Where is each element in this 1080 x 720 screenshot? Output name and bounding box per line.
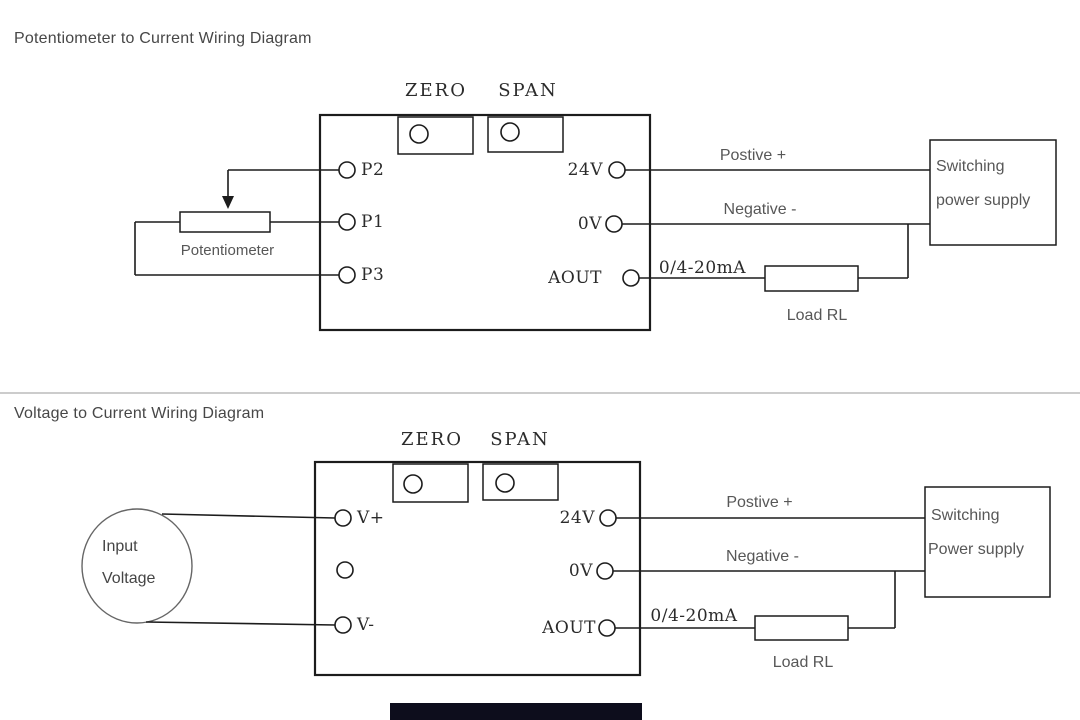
span-trimmer-box-2 xyxy=(482,463,559,501)
load-label-2: Load RL xyxy=(772,654,834,671)
module-box-2 xyxy=(313,460,642,677)
input-voltage-source xyxy=(81,508,193,624)
terminal-24v-2 xyxy=(599,509,617,527)
terminal-vplus xyxy=(334,509,352,527)
load-label-1: Load RL xyxy=(786,307,848,324)
span-trimmer-screw-2 xyxy=(495,473,515,493)
span-label-2: SPAN xyxy=(490,429,550,450)
negative-label-1: Negative - xyxy=(723,201,797,218)
diagram1-title: Potentiometer to Current Wiring Diagram xyxy=(14,30,312,47)
terminal-label-p3: P3 xyxy=(361,265,385,285)
wiper-arrow xyxy=(222,196,234,209)
terminal-aout-2 xyxy=(598,619,616,637)
zero-trimmer-screw-2 xyxy=(403,474,423,494)
span-trimmer-box-1 xyxy=(487,116,564,153)
input-source-line1: Input xyxy=(102,538,138,555)
terminal-p3 xyxy=(338,266,356,284)
diagram2-title: Voltage to Current Wiring Diagram xyxy=(14,405,265,422)
power-supply-box-1 xyxy=(929,139,1057,246)
terminal-label-p2: P2 xyxy=(361,160,385,180)
wire-vminus xyxy=(145,621,336,626)
zero-trimmer-box-1 xyxy=(397,116,474,155)
terminal-label-p1: P1 xyxy=(361,212,385,232)
load-resistor-2 xyxy=(754,615,849,641)
terminal-24v-1 xyxy=(608,161,626,179)
current-range-label-1: 0/4-20mA xyxy=(658,258,747,278)
terminal-label-0v-2: 0V xyxy=(568,561,593,581)
zero-label-1: ZERO xyxy=(405,80,467,101)
terminal-label-vminus: V- xyxy=(357,615,375,635)
psu-line1-2: Switching xyxy=(931,507,1000,524)
zero-trimmer-screw-1 xyxy=(409,124,429,144)
negative-label-2: Negative - xyxy=(726,548,799,565)
terminal-label-24v-2: 24V xyxy=(559,508,595,528)
load-resistor-1 xyxy=(764,265,859,292)
current-range-label-2: 0/4-20mA xyxy=(650,606,738,626)
terminal-label-aout-1: AOUT xyxy=(548,268,602,288)
potentiometer-label: Potentiometer xyxy=(180,242,275,259)
psu-line2-2: Power supply xyxy=(928,541,1025,558)
terminal-0v-1 xyxy=(605,215,623,233)
terminal-p1 xyxy=(338,213,356,231)
power-supply-box-2 xyxy=(924,486,1051,598)
psu-line2-1: power supply xyxy=(936,192,1031,209)
terminal-0v-2 xyxy=(596,562,614,580)
positive-label-2: Postive + xyxy=(726,494,793,511)
potentiometer-body xyxy=(179,211,271,233)
terminal-label-0v-1: 0V xyxy=(577,214,602,234)
wire-vplus xyxy=(161,513,336,519)
terminal-aout-1 xyxy=(622,269,640,287)
terminal-p2 xyxy=(338,161,356,179)
positive-label-1: Postive + xyxy=(719,147,787,164)
terminal-label-24v-1: 24V xyxy=(567,160,603,180)
terminal-middle xyxy=(336,561,354,579)
span-trimmer-screw-1 xyxy=(500,122,520,142)
input-source-line2: Voltage xyxy=(102,570,156,587)
terminal-vminus xyxy=(334,616,352,634)
zero-label-2: ZERO xyxy=(401,429,463,450)
bottom-image-strip xyxy=(390,703,642,720)
terminal-label-vplus: V+ xyxy=(357,508,385,528)
span-label-1: SPAN xyxy=(498,80,558,101)
psu-line1-1: Switching xyxy=(936,158,1005,175)
terminal-label-aout-2: AOUT xyxy=(542,618,596,638)
zero-trimmer-box-2 xyxy=(392,463,469,503)
